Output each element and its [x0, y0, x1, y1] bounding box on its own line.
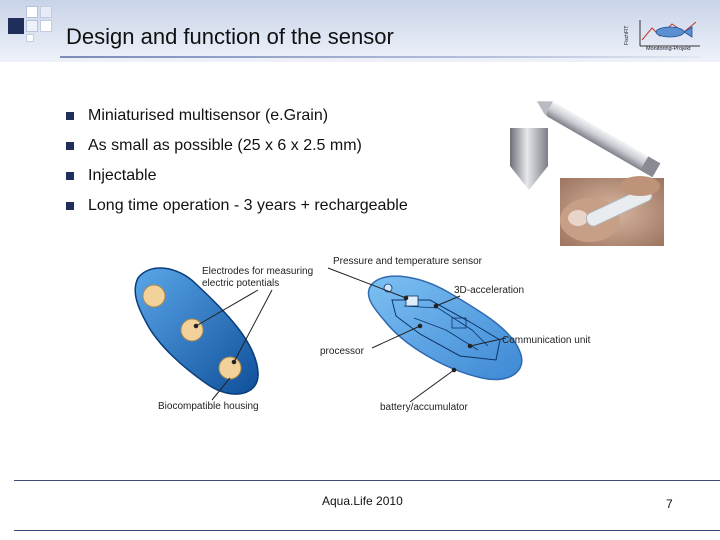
electrode-icon: [219, 357, 241, 379]
battery-label: battery/accumulator: [380, 402, 468, 414]
page-number: 7: [666, 497, 673, 511]
acceleration-label: 3D-acceleration: [454, 285, 524, 297]
processor-label: processor: [320, 346, 364, 358]
pressure-label: Pressure and temperature sensor: [333, 256, 482, 268]
footer-rule-bottom: [14, 530, 720, 531]
footer-rule-top: [14, 480, 720, 481]
electrode-icon: [181, 319, 203, 341]
communication-label: Communication unit: [502, 335, 590, 347]
housing-label: Biocompatible housing: [158, 401, 259, 413]
electrodes-label: Electrodes for measuring electric potent…: [202, 266, 326, 290]
electrode-icon: [143, 285, 165, 307]
footer-title: Aqua.Life 2010: [322, 494, 403, 508]
